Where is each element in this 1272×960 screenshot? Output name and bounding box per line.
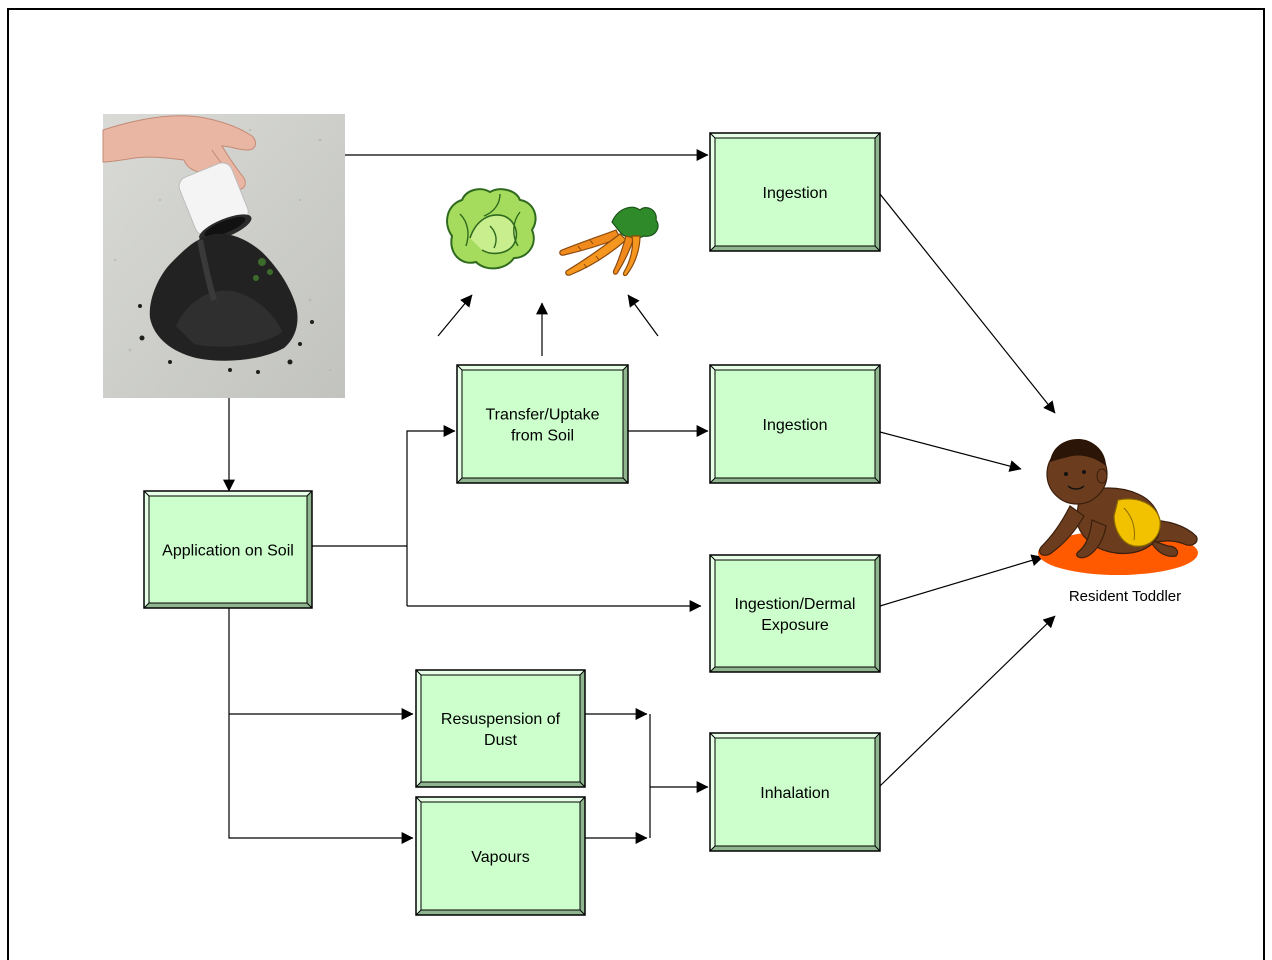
box-ingestion-dermal-label-line-2: Exposure <box>761 617 829 634</box>
box-ingestion-produce-label-line-1: Ingestion <box>763 417 828 434</box>
box-transfer-uptake-label-line-1: Transfer/Uptake <box>485 407 599 424</box>
box-resuspension-dust-label-line-1: Resuspension of <box>441 711 561 728</box>
toddler-icon <box>1038 438 1198 575</box>
carrots-icon <box>559 206 659 277</box>
box-application-on-soil-label-line-1: Application on Soil <box>162 543 294 560</box>
box-resuspension-dust-label-line-2: Dust <box>484 732 517 749</box>
box-ingestion-food-direct: Ingestion <box>709 132 881 252</box>
box-vapours-label-line-1: Vapours <box>471 849 529 866</box>
box-transfer-uptake: Transfer/Uptake from Soil <box>456 364 629 484</box>
box-inhalation: Inhalation <box>709 732 881 852</box>
connectors <box>223 149 1056 844</box>
box-vapours: Vapours <box>415 796 586 916</box>
box-transfer-uptake-label-line-2: from Soil <box>511 428 574 445</box>
fertilizer-photo <box>102 114 345 398</box>
receptor-label: Resident Toddler <box>1069 588 1181 605</box>
box-ingestion-food-direct-label-line-1: Ingestion <box>763 185 828 202</box>
box-application-on-soil: Application on Soil <box>143 490 313 609</box>
box-resuspension-dust: Resuspension of Dust <box>415 669 586 788</box>
uptake-arrows <box>437 294 659 356</box>
cabbage-icon <box>446 188 537 270</box>
box-ingestion-produce: Ingestion <box>709 364 881 484</box>
page-frame <box>7 8 1265 960</box>
box-ingestion-dermal-label-line-1: Ingestion/Dermal <box>735 596 856 613</box>
box-inhalation-label-line-1: Inhalation <box>760 785 829 802</box>
